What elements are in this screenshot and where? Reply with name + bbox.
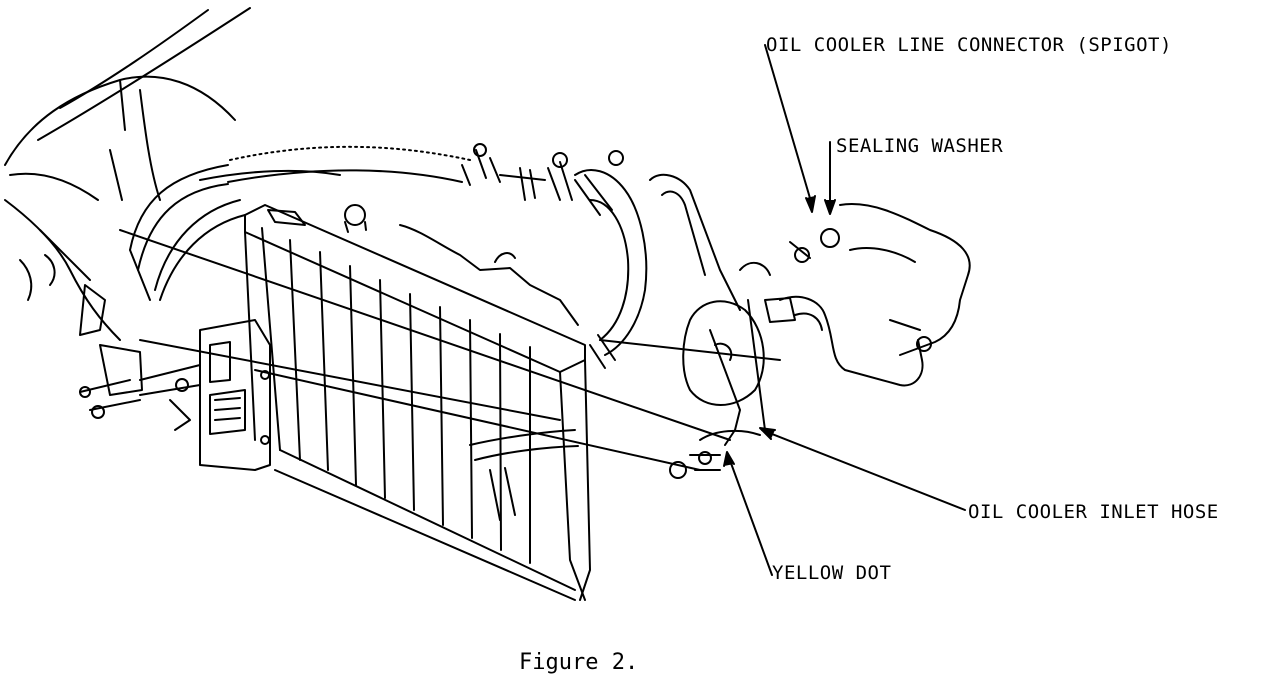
assembly-guide-lines: [119, 229, 781, 471]
yellow-dot-leader: [727, 454, 773, 576]
hose-clamps: [461, 143, 648, 369]
callout-leaders: [723, 44, 966, 576]
engine-block: [764, 203, 971, 387]
inlet-hose-leader: [761, 429, 966, 511]
oil-cooler-bracket: [79, 319, 271, 471]
figure-caption: Figure 2.: [519, 650, 639, 675]
spigot-label: OIL COOLER LINE CONNECTOR (SPIGOT): [766, 34, 1172, 56]
yellow-dot-leader-arrow: [723, 451, 735, 467]
inlet-hose-label: OIL COOLER INLET HOSE: [968, 501, 1219, 523]
yellow-dot-label: YELLOW DOT: [772, 562, 892, 584]
radiator: [244, 204, 591, 601]
spigot-leader: [764, 44, 813, 206]
car-body-outline: [4, 7, 251, 396]
sealing-washer-label: SEALING WASHER: [836, 135, 1004, 157]
transmission-housing: [649, 173, 771, 479]
spigot-leader-arrow: [805, 195, 816, 213]
washer-leader-arrow: [824, 199, 836, 215]
upper-radiator-hoses: [129, 145, 471, 301]
inlet-hose-leader-arrow: [759, 427, 776, 440]
